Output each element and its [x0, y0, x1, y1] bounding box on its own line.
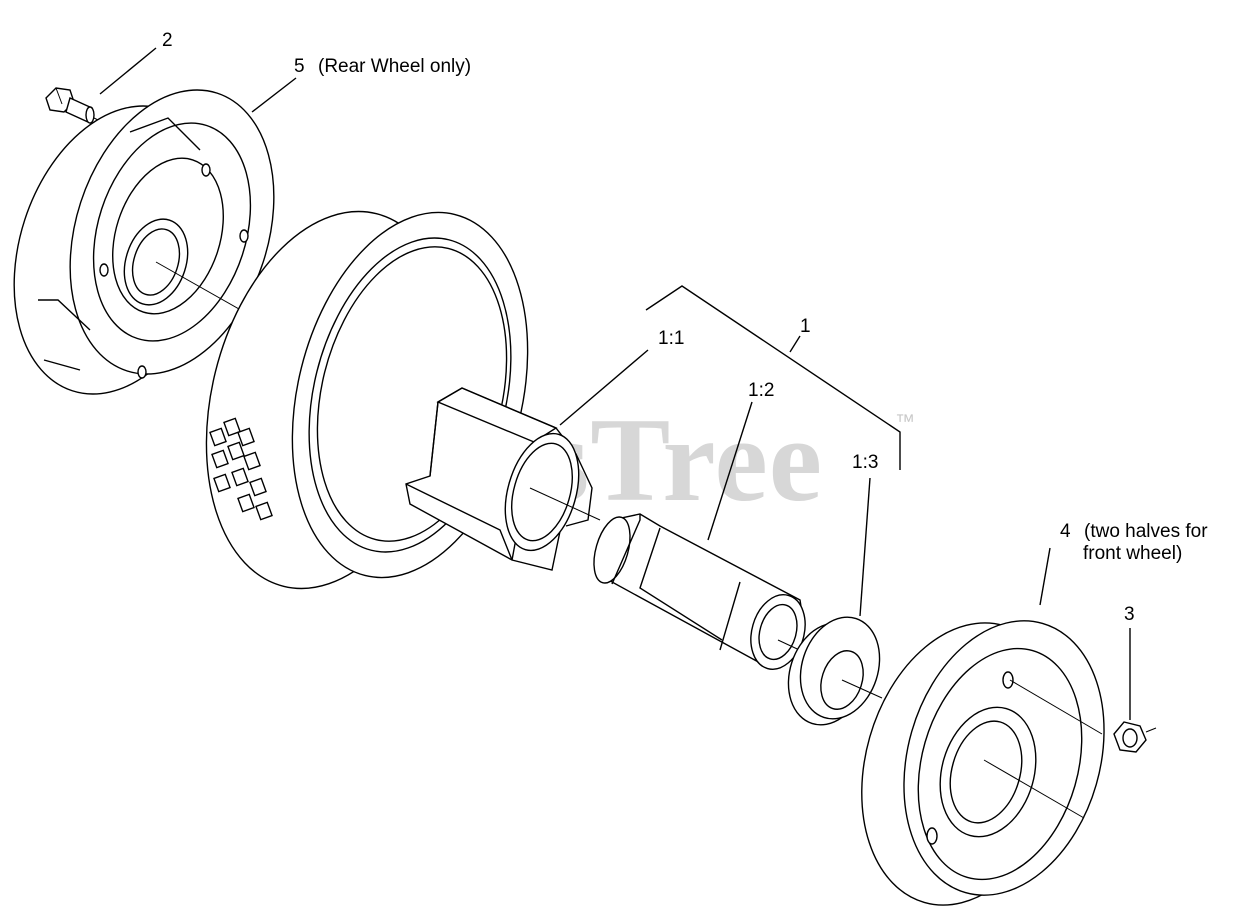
part-1-3-washer: [787, 616, 883, 726]
callout-4: 4: [1060, 521, 1071, 542]
callout-1: 1: [800, 316, 811, 337]
part-4-front-hub-half: [861, 620, 1105, 906]
part-3-nut: [1113, 721, 1157, 753]
callout-3: 3: [1124, 604, 1135, 625]
callout-4-note-line2: front wheel): [1083, 543, 1182, 564]
watermark-trademark: ™: [895, 411, 915, 433]
callout-4-note-line1: (two halves for: [1084, 521, 1208, 542]
callout-1-1: 1:1: [658, 328, 684, 349]
callout-2: 2: [162, 30, 173, 51]
callout-1-2: 1:2: [748, 380, 774, 401]
leader-lines: [99, 47, 1131, 720]
part-1-1-hub: [405, 387, 601, 571]
callout-labels: 2 5 (Rear Wheel only) 1 1:1 1:2 1:3 4 (t…: [162, 30, 1208, 625]
callout-5-note: (Rear Wheel only): [318, 56, 471, 77]
tire-tread: [209, 417, 273, 521]
callout-5: 5: [294, 56, 305, 77]
callout-1-3: 1:3: [852, 452, 878, 473]
part-5-rear-hub-cover: [13, 89, 275, 395]
part-1-2-axle: [593, 513, 809, 670]
